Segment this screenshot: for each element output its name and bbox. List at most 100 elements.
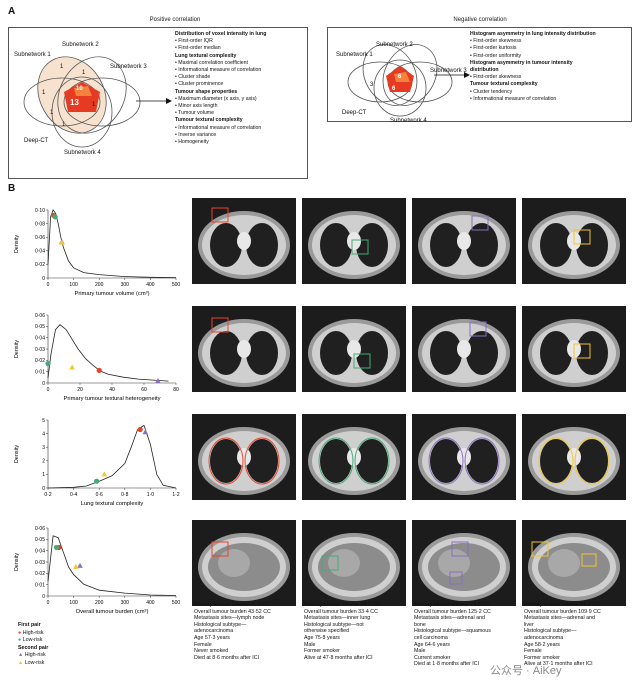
x-tick-label: 0 <box>47 282 50 288</box>
venn-num: 6 <box>398 74 402 80</box>
venn-num: 13 <box>70 98 79 107</box>
y-tick-label: 0·01 <box>35 369 45 375</box>
y-tick-label: 2 <box>42 459 45 465</box>
caption-line: Age 57·3 years <box>194 634 230 641</box>
density-curve <box>47 324 169 382</box>
x-tick-label: 1·0 <box>147 492 154 498</box>
y-tick-label: 0·04 <box>35 249 45 255</box>
ct-scan-image <box>192 520 296 606</box>
caption-line: Histological subtype—squamous <box>414 628 491 635</box>
x-tick-label: 0 <box>47 600 50 606</box>
caption-line: Metastasis sites—adrenal and <box>524 615 595 622</box>
positive-feature-item: • Maximal correlation coefficient <box>175 59 248 66</box>
watermark: 公众号 · AiKey <box>490 665 562 677</box>
caption-line: Overall tumour burden 43·52 CC <box>194 608 271 615</box>
venn-num: 6 <box>392 86 396 92</box>
caption-line: bone <box>414 621 426 628</box>
data-point <box>69 364 75 370</box>
y-tick-label: 0·02 <box>35 571 45 577</box>
positive-features: Distribution of voxel intensity in lung •… <box>175 31 266 146</box>
caption-line: Former smoker <box>524 654 560 661</box>
y-axis-label: Density <box>14 553 20 572</box>
legend-item: ▲ Low-risk <box>18 659 45 666</box>
positive-feature-item: • Tumour volume <box>175 110 215 117</box>
caption-line: Primary tumour volume 54·8 CC <box>414 602 490 608</box>
negative-feature-heading: Histogram asymmetry in tumour intensity <box>470 59 573 66</box>
caption-line: Overall tumour burden 33·4 CC <box>304 608 378 615</box>
ct-scan-image <box>302 198 406 284</box>
y-tick-label: 0·05 <box>35 324 45 330</box>
data-point <box>94 478 100 484</box>
x-tick-label: 400 <box>146 600 155 606</box>
y-tick-label: 0·03 <box>35 347 45 353</box>
ct-scan-image <box>522 414 626 500</box>
x-tick-label: 40 <box>109 387 115 393</box>
data-point <box>101 471 108 477</box>
caption-line: Former smoker <box>304 648 340 655</box>
x-tick-label: 0·6 <box>96 492 103 498</box>
density-curve <box>47 535 177 596</box>
ct-scan-image <box>192 198 296 284</box>
x-axis-label: Lung textural complexity <box>81 501 144 507</box>
ct-scan-image <box>412 414 516 500</box>
venn-label-s3: Subnetwork 3 <box>430 68 467 74</box>
caption-line: Metastasis sites—inner lung <box>304 615 371 622</box>
ct-scan-image <box>412 198 516 284</box>
venn-label-s4: Subnetwork 4 <box>64 150 101 156</box>
x-tick-label: 500 <box>172 600 181 606</box>
negative-feature-item: • First-order skewness <box>470 74 522 81</box>
venn-label-dct: Deep-CT <box>342 110 367 116</box>
venn-label-s1: Subnetwork 1 <box>336 52 373 58</box>
negative-feature-heading: Tumour textural complexity <box>470 81 538 88</box>
y-tick-label: 0·04 <box>35 335 45 341</box>
caption-line: adenocarcinoma <box>194 628 234 635</box>
y-tick-label: 5 <box>42 418 45 424</box>
data-point <box>137 426 143 433</box>
caption-line: Histological subtype— <box>524 628 577 635</box>
caption-line: liver <box>524 621 534 628</box>
caption-line: Current smoker <box>414 654 451 661</box>
ct-scan-image <box>192 306 296 392</box>
x-tick-label: 0·4 <box>70 492 77 498</box>
x-tick-label: 300 <box>121 600 130 606</box>
positive-title: Positive correlation <box>149 17 201 23</box>
positive-feature-heading: Distribution of voxel intensity in lung <box>175 31 267 37</box>
caption-line: Overall tumour burden 109·9 CC <box>524 608 601 615</box>
y-axis-label: Density <box>14 235 20 254</box>
arrow-icon <box>434 72 470 78</box>
caption-line: Primary tumour volume 21·3 CC <box>194 602 270 608</box>
ct-scan-image <box>522 198 626 284</box>
venn-label-s2: Subnetwork 2 <box>376 42 413 48</box>
y-tick-label: 0·01 <box>35 582 45 588</box>
y-tick-label: 3 <box>42 445 45 451</box>
x-tick-label: 0·8 <box>121 492 128 498</box>
venn-num: 10 <box>76 86 83 92</box>
x-tick-label: 80 <box>173 387 179 393</box>
data-point <box>59 239 65 245</box>
x-axis-label: Primary tumour textural heterogeneity <box>64 396 161 402</box>
venn-num: 1 <box>92 102 96 108</box>
venn-label-s3: Subnetwork 3 <box>110 64 147 70</box>
x-axis-label: Primary tumour volume (cm³) <box>74 291 149 297</box>
venn-num: 1 <box>42 90 46 96</box>
caption-line: Age 58·2 years <box>524 641 560 648</box>
venn-label-s1: Subnetwork 1 <box>14 52 51 58</box>
x-tick-label: 0·2 <box>44 492 51 498</box>
caption-line: Female <box>194 641 212 648</box>
venn-label-s4: Subnetwork 4 <box>390 118 427 124</box>
x-tick-label: 200 <box>95 600 104 606</box>
positive-feature-item: • Maximum diameter (x axis, y axis) <box>175 95 257 102</box>
negative-feature-heading: Histogram asymmetry in lung intensity di… <box>470 31 596 37</box>
ct-scan-image <box>302 520 406 606</box>
data-point <box>73 563 79 569</box>
data-point <box>77 562 83 568</box>
positive-feature-item: • Informational measure of correlation <box>175 124 262 131</box>
caption-line: Age 75·8 years <box>304 634 340 641</box>
negative-box <box>327 27 632 122</box>
ct-scan-image <box>522 520 626 606</box>
